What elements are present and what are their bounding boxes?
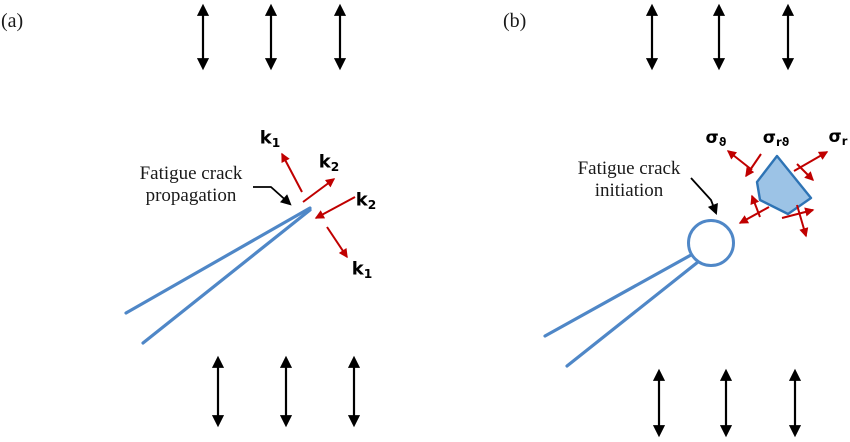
label-base: σ xyxy=(705,128,719,148)
panel-a-bottom-load-arrows xyxy=(211,355,361,428)
shear-arrow-bottom-right xyxy=(781,207,815,219)
k2-arrow-up-right xyxy=(302,178,336,203)
shear-arrow-top-left xyxy=(745,153,762,178)
label-sub: 2 xyxy=(367,197,377,212)
k1-arrow-up-left xyxy=(281,152,303,193)
panel-b-pointer-arrow xyxy=(690,177,718,216)
sigma-r-theta-label: σrϑ xyxy=(763,128,790,148)
crack-tip-void-circle xyxy=(687,219,735,267)
label-base: k xyxy=(351,258,364,280)
annotation-line: Fatigue crack xyxy=(577,158,681,179)
panel-b-crack xyxy=(543,219,735,368)
annotation-line: Fatigue crack xyxy=(139,163,243,184)
k1-label-bottom: k1 xyxy=(351,258,373,281)
sigma-theta-arrow-down-right xyxy=(796,204,809,238)
k2-arrow-down-left xyxy=(314,196,356,219)
panel-b-stress-arrows xyxy=(726,150,829,238)
panel-a-tag: (a) xyxy=(1,10,24,32)
k2-label-right: k2 xyxy=(355,189,377,212)
label-base: k xyxy=(355,189,368,211)
sigma-theta-arrow-up-left xyxy=(726,150,753,171)
panel-b-tag: (b) xyxy=(503,10,527,32)
sigma-r-arrow-down-left xyxy=(738,206,770,224)
panel-b-bottom-load-arrows xyxy=(652,368,802,438)
label-base: σ xyxy=(762,128,776,148)
sigma-theta-label: σϑ xyxy=(706,128,727,148)
panel-b-top-load-arrows xyxy=(645,3,795,71)
panel-a-stress-arrows xyxy=(281,152,356,259)
sigma-r-arrow-up-right xyxy=(793,151,829,172)
panel-a-crack xyxy=(124,206,312,345)
panel-a-annotation: Fatigue crack propagation xyxy=(140,163,243,207)
stress-element-polygon xyxy=(755,154,813,216)
label-sub: 2 xyxy=(330,159,340,174)
crack-face-line xyxy=(141,208,312,345)
k2-label-top: k2 xyxy=(318,151,340,174)
label-base: k xyxy=(318,151,331,173)
panel-b-annotation: Fatigue crack initiation xyxy=(578,158,681,202)
label-base: k xyxy=(259,127,272,149)
shear-arrow-top-right xyxy=(796,163,814,181)
label-sub: r xyxy=(841,134,848,149)
annotation-line: propagation xyxy=(145,185,237,206)
label-sub: 1 xyxy=(363,266,373,281)
k1-label-top: k1 xyxy=(259,127,281,150)
k1-arrow-down-right xyxy=(326,226,348,259)
crack-face-line xyxy=(124,206,312,315)
panel-a-pointer-arrow xyxy=(253,186,292,206)
crack-face-line xyxy=(565,256,705,368)
label-base: σ xyxy=(828,127,842,147)
label-sub: rϑ xyxy=(775,135,790,150)
sigma-r-label: σr xyxy=(829,127,848,147)
panel-a-top-load-arrows xyxy=(196,3,347,71)
annotation-line: initiation xyxy=(594,180,664,201)
crack-face-line xyxy=(543,248,702,338)
label-sub: 1 xyxy=(271,135,281,150)
label-sub: ϑ xyxy=(718,135,727,150)
